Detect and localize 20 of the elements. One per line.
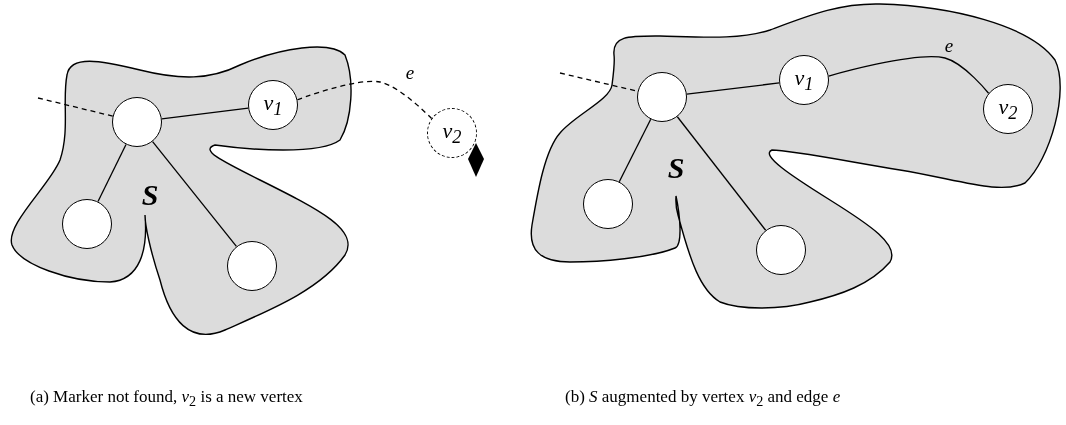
vertex-label: v$_{1}$ [794, 66, 814, 94]
edge [161, 107, 249, 120]
edge-label: e [405, 62, 415, 82]
figure-caption: (a) Marker not found, v$_{2}$ is a new vertex [30, 387, 303, 411]
edge [618, 118, 652, 183]
edge [828, 56, 990, 94]
edge [686, 82, 780, 95]
set-label: S [667, 153, 685, 183]
edge-label: e [944, 35, 954, 55]
new-vertex-circle [427, 108, 477, 158]
dashed-edge [296, 80, 433, 120]
edge [676, 116, 767, 231]
edge [97, 143, 127, 203]
figure-caption: (b) S augmented by vertex v$_{2}$ and edge e [565, 387, 841, 411]
dashed-edge [37, 97, 114, 117]
edge [151, 140, 238, 248]
vertex-label: v$_{2}$ [442, 119, 462, 147]
vertex-label: v$_{1}$ [263, 91, 283, 119]
vertex-label: v$_{2}$ [998, 95, 1018, 123]
set-label: S [141, 180, 159, 210]
